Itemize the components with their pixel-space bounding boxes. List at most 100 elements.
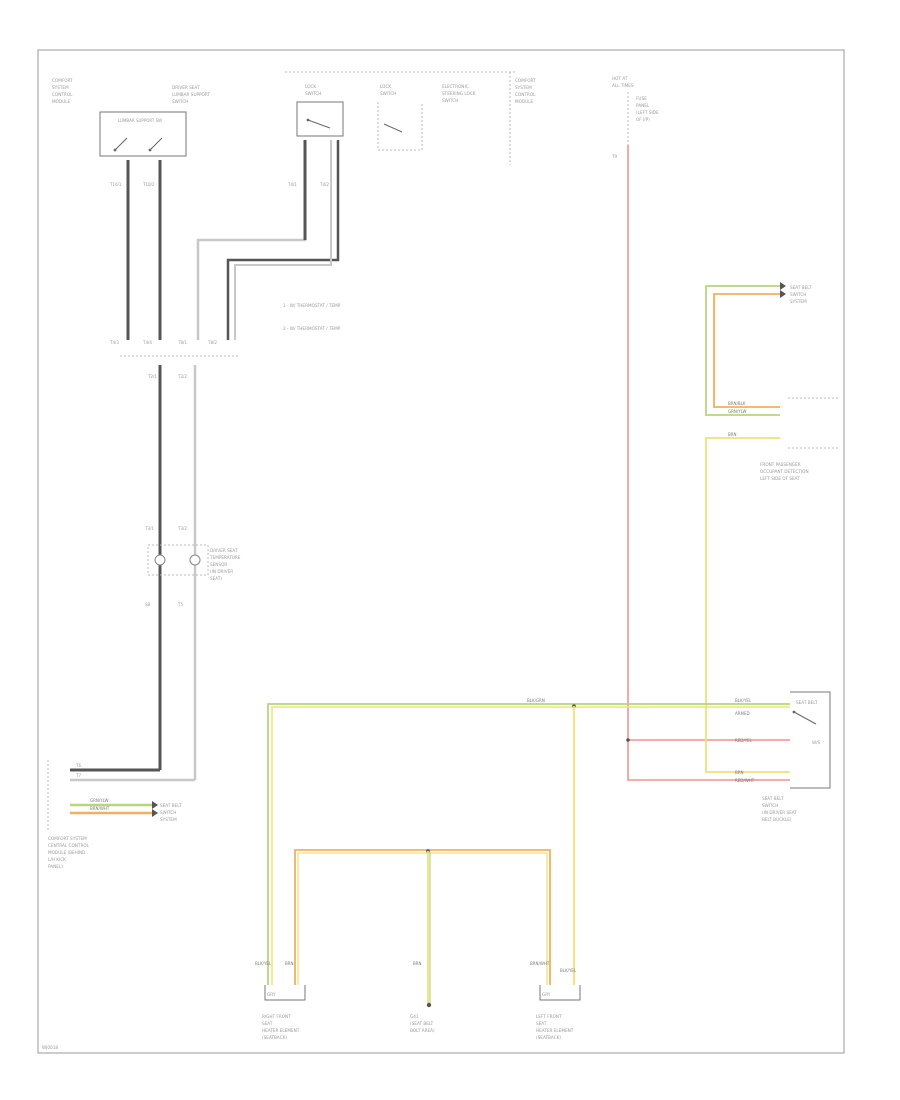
svg-text:MODULE (BEHIND: MODULE (BEHIND <box>48 850 85 855</box>
ground-g41: BRN G41 (SEAT BELT BOLT AREA) <box>410 961 435 1033</box>
comfort-module-bottom-left: T6 T7 GRN/YLW BRN/WHT SEAT BELT SWITCH S… <box>47 760 195 869</box>
svg-text:(SEATBACK): (SEATBACK) <box>536 1035 561 1040</box>
svg-text:T8/2: T8/2 <box>207 340 217 345</box>
trunk-wires <box>158 365 197 780</box>
svg-text:COMFORT SYSTEM: COMFORT SYSTEM <box>48 836 87 841</box>
svg-text:LEFT FRONT: LEFT FRONT <box>536 1014 562 1019</box>
svg-text:BELT BUCKLE): BELT BUCKLE) <box>762 817 792 822</box>
svg-text:T7: T7 <box>75 773 81 778</box>
svg-text:SWITCH: SWITCH <box>762 803 778 808</box>
svg-text:SYSTEM: SYSTEM <box>515 85 532 90</box>
svg-text:BRN: BRN <box>285 961 294 966</box>
svg-text:MODULE: MODULE <box>52 99 71 104</box>
svg-text:SWITCH: SWITCH <box>380 91 396 96</box>
svg-text:BLK/YEL: BLK/YEL <box>735 698 752 703</box>
svg-text:T3/1: T3/1 <box>144 526 154 531</box>
svg-text:T2/2: T2/2 <box>177 374 187 379</box>
svg-text:1 - W/ THERMOSTAT / TEMP: 1 - W/ THERMOSTAT / TEMP <box>283 303 341 308</box>
seat-heater-wires: BLK/GRN <box>267 698 790 1003</box>
legend: 1 - W/ THERMOSTAT / TEMP 2 - W/ THERMOST… <box>283 303 341 331</box>
page-code: WJ0018 <box>42 1045 58 1050</box>
svg-text:ELECTRONIC: ELECTRONIC <box>442 84 469 89</box>
svg-text:RED/WHT: RED/WHT <box>735 778 755 783</box>
svg-text:BLK/YEL: BLK/YEL <box>255 961 272 966</box>
svg-text:T4/1: T4/1 <box>287 182 297 187</box>
svg-text:BRN/WHT: BRN/WHT <box>530 961 550 966</box>
svg-text:RED/YEL: RED/YEL <box>735 738 753 743</box>
svg-text:SWITCH: SWITCH <box>172 99 188 104</box>
svg-text:OF I/P): OF I/P) <box>636 117 650 122</box>
svg-text:BRN/WHT: BRN/WHT <box>90 806 110 811</box>
svg-text:T3/2: T3/2 <box>177 526 187 531</box>
lumbar-support-switch: DRIVER SEAT LUMBAR SUPPORT SWITCH LUMBAR… <box>99 85 210 157</box>
svg-text:(SEAT BELT: (SEAT BELT <box>410 1021 434 1026</box>
svg-text:LUMBAR SUPPORT SW: LUMBAR SUPPORT SW <box>118 118 162 123</box>
svg-text:BRN: BRN <box>728 432 737 437</box>
svg-text:T10/1: T10/1 <box>109 182 122 187</box>
svg-text:(IN DRIVER: (IN DRIVER <box>210 569 233 574</box>
svg-text:GRY: GRY <box>267 992 276 997</box>
svg-text:SYSTEM: SYSTEM <box>790 299 807 304</box>
svg-text:DRIVER SEAT: DRIVER SEAT <box>172 85 200 90</box>
svg-text:SYSTEM: SYSTEM <box>52 85 69 90</box>
svg-text:SENSOR: SENSOR <box>210 562 227 567</box>
svg-text:SEAT: SEAT <box>262 1021 273 1026</box>
svg-text:STEERING LOCK: STEERING LOCK <box>442 91 476 96</box>
svg-text:BLK/YEL: BLK/YEL <box>560 968 577 973</box>
svg-text:(LEFT SIDE: (LEFT SIDE <box>636 110 659 115</box>
fuse-wire-red: T9 <box>611 145 790 781</box>
svg-text:L/H KICK: L/H KICK <box>48 857 66 862</box>
svg-text:BLK/GRN: BLK/GRN <box>527 698 545 703</box>
svg-text:COMFORT: COMFORT <box>52 78 73 83</box>
left-front-seat-heater: BRN/WHT BLK/YEL GRY LEFT FRONT SEAT HEAT… <box>530 961 581 1040</box>
lock-switch-b: LOCK SWITCH <box>377 84 423 151</box>
svg-text:CONTROL: CONTROL <box>52 92 73 97</box>
svg-text:T4/2: T4/2 <box>319 182 329 187</box>
svg-text:T5: T5 <box>177 602 183 607</box>
svg-text:T2/1: T2/1 <box>147 374 157 379</box>
svg-text:W/S: W/S <box>812 740 821 745</box>
svg-text:RIGHT FRONT: RIGHT FRONT <box>262 1014 291 1019</box>
svg-text:T10/2: T10/2 <box>142 182 155 187</box>
svg-text:SWITCH: SWITCH <box>305 91 321 96</box>
svg-text:GRN/YLW: GRN/YLW <box>728 409 747 414</box>
svg-text:T9: T9 <box>611 154 617 159</box>
svg-text:2 - W/ THERMOSTAT / TEMP: 2 - W/ THERMOSTAT / TEMP <box>283 326 341 331</box>
svg-text:HEATER ELEMENT: HEATER ELEMENT <box>536 1028 574 1033</box>
svg-text:COMFORT: COMFORT <box>515 78 536 83</box>
svg-text:ARMED: ARMED <box>735 711 750 716</box>
temperature-sensor: T3/1 T3/2 DRIVER SEAT TEMPERATURE SENSOR… <box>144 526 241 607</box>
svg-text:SEAT: SEAT <box>536 1021 547 1026</box>
svg-text:(SEATBACK): (SEATBACK) <box>262 1035 287 1040</box>
svg-text:BRN/BLK: BRN/BLK <box>728 401 746 406</box>
svg-text:BRN: BRN <box>735 770 744 775</box>
svg-text:SEAT BELT: SEAT BELT <box>160 803 182 808</box>
svg-text:CONTROL: CONTROL <box>515 92 536 97</box>
svg-text:SEAT): SEAT) <box>210 576 222 581</box>
svg-text:BOLT AREA): BOLT AREA) <box>410 1028 435 1033</box>
svg-text:(IN DRIVER SEAT: (IN DRIVER SEAT <box>762 810 797 815</box>
svg-text:SYSTEM: SYSTEM <box>160 817 177 822</box>
svg-text:PANEL: PANEL <box>636 103 650 108</box>
seat-belt-switch-system: SEAT BELT SWITCH SYSTEM BRN/BLK GRN/YLW <box>705 282 838 416</box>
svg-text:LEFT SIDE OF SEAT: LEFT SIDE OF SEAT <box>760 476 800 481</box>
svg-text:CENTRAL CONTROL: CENTRAL CONTROL <box>48 843 90 848</box>
svg-text:SEAT BELT: SEAT BELT <box>762 796 784 801</box>
svg-text:BRN: BRN <box>413 961 422 966</box>
seat-switch-wires: T10/1 T10/2 <box>109 160 162 340</box>
svg-text:SEAT BELT: SEAT BELT <box>790 285 812 290</box>
comfort-module-top-label: COMFORT SYSTEM CONTROL MODULE <box>52 78 73 104</box>
svg-text:T8/1: T8/1 <box>177 340 187 345</box>
svg-text:ALL TIMES: ALL TIMES <box>612 83 634 88</box>
svg-text:TEMPERATURE: TEMPERATURE <box>209 555 241 560</box>
svg-text:LUMBAR SUPPORT: LUMBAR SUPPORT <box>172 92 210 97</box>
svg-text:SWITCH: SWITCH <box>790 292 806 297</box>
seat-belt-buckle-switch: SEAT BELT W/S BLK/YEL ARMED RED/YEL BRN … <box>735 691 831 822</box>
diagram-frame <box>37 49 845 1054</box>
svg-text:PANEL): PANEL) <box>48 864 63 869</box>
svg-text:SB: SB <box>145 602 151 607</box>
svg-text:HEATER ELEMENT: HEATER ELEMENT <box>262 1028 300 1033</box>
comfort-module-right-label: COMFORT SYSTEM CONTROL MODULE <box>515 78 536 104</box>
svg-text:SWITCH: SWITCH <box>442 98 458 103</box>
